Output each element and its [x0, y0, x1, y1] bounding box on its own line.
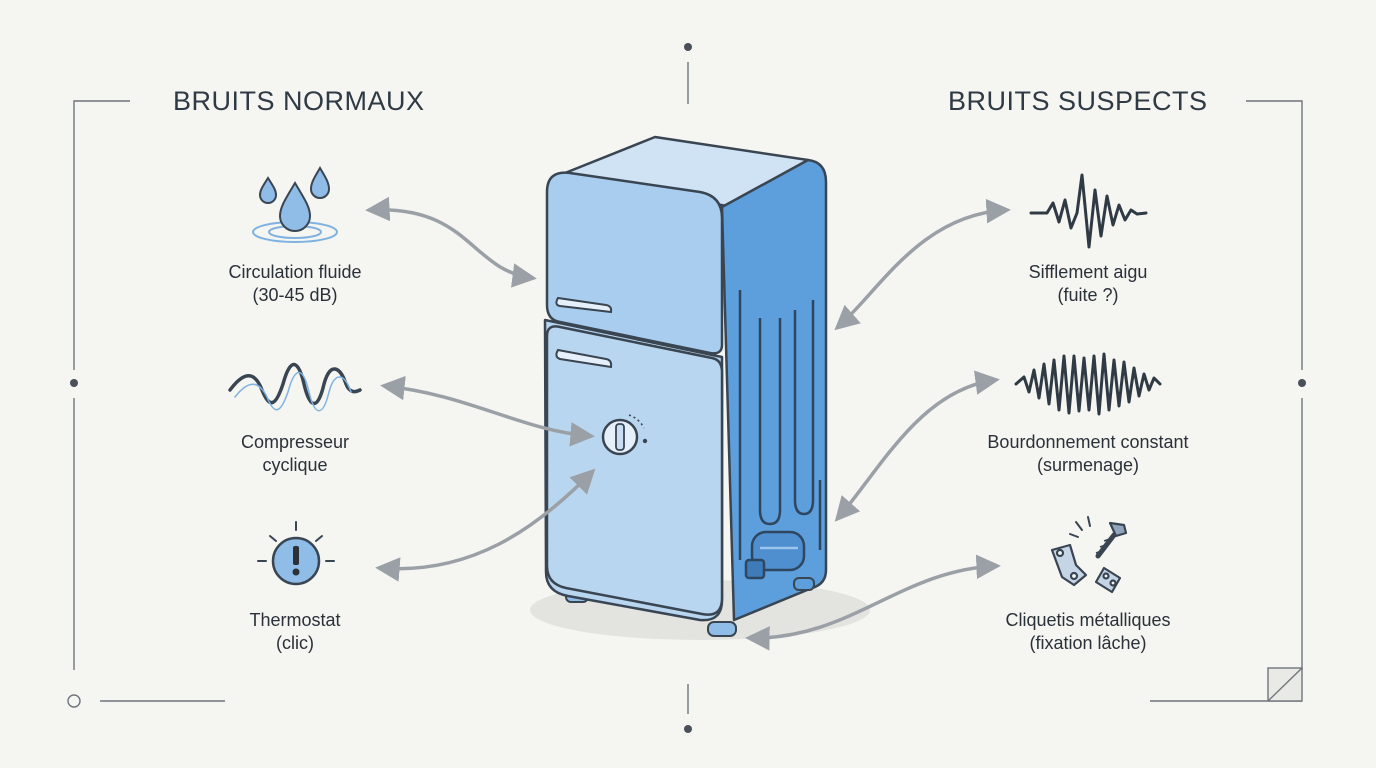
label-line1: Thermostat [249, 610, 341, 630]
label-line2: (fuite ?) [1057, 285, 1119, 305]
loose-screw-brackets-icon [1050, 516, 1128, 594]
label-line2: cyclique [262, 455, 328, 475]
arrow-cliquetis [745, 554, 1001, 651]
label-line2: (clic) [276, 633, 314, 653]
refrigerator-illustration [530, 135, 870, 640]
arrow-circulation [365, 196, 537, 288]
sharp-spike-wave-icon [1029, 173, 1148, 249]
water-drops-icon [252, 166, 338, 243]
arrow-compresseur [380, 375, 595, 447]
sine-wave-icon [228, 362, 362, 412]
label-thermostat: Thermostat (clic) [165, 609, 425, 655]
decorative-frame [67, 43, 1306, 733]
heading-suspect-sounds: BRUITS SUSPECTS [948, 86, 1208, 116]
label-line1: Circulation fluide [228, 262, 362, 282]
label-line2: (fixation lâche) [1029, 633, 1147, 653]
label-circulation-fluide: Circulation fluide (30-45 dB) [165, 261, 425, 307]
arrow-thermostat [375, 468, 596, 582]
connector-arrows [365, 196, 1011, 651]
label-line1: Cliquetis métalliques [1005, 610, 1171, 630]
heading-normal-sounds: BRUITS NORMAUX [173, 86, 425, 116]
label-line1: Bourdonnement constant [987, 432, 1189, 452]
thermostat-knob [601, 414, 648, 456]
condenser-coils [738, 290, 822, 560]
label-line1: Compresseur [240, 432, 350, 452]
arrow-bourdonnement [834, 370, 1000, 522]
alert-click-icon [257, 521, 335, 586]
label-cliquetis: Cliquetis métalliques (fixation lâche) [958, 609, 1218, 655]
arrow-sifflement [834, 198, 1011, 331]
label-line2: (surmenage) [1036, 455, 1140, 475]
freezer-handle [555, 296, 613, 314]
label-compresseur: Compresseur cyclique [165, 431, 425, 477]
fridge-door [545, 325, 724, 616]
fridge-foot-right [707, 621, 737, 637]
label-bourdonnement: Bourdonnement constant (surmenage) [958, 431, 1218, 477]
dense-buzz-wave-icon [1014, 352, 1162, 416]
fridge-handle [555, 348, 613, 369]
label-line2: (30-45 dB) [252, 285, 338, 305]
label-sifflement: Sifflement aigu (fuite ?) [958, 261, 1218, 307]
label-line1: Sifflement aigu [1028, 262, 1148, 282]
